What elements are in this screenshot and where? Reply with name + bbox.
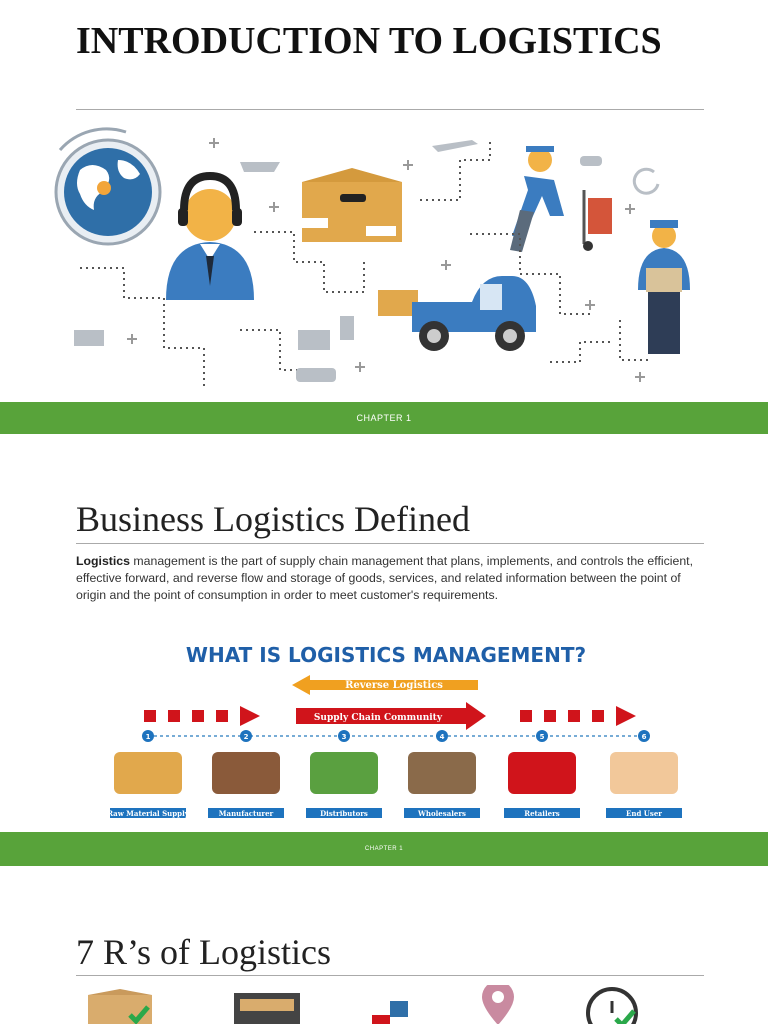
package-check-icon — [88, 989, 152, 1024]
step-label-bg — [110, 808, 186, 818]
title-divider — [76, 975, 704, 976]
step-label-bg — [208, 808, 284, 818]
reverse-logistics-arrow: Reverse Logistics — [292, 675, 478, 695]
delivery-worker-icon — [510, 146, 612, 252]
warehouse-worker-icon — [638, 220, 690, 354]
step-label: Wholesalers — [417, 809, 466, 818]
definition-paragraph: Logistics management is the part of supp… — [76, 553, 704, 604]
step-label-bg — [404, 808, 480, 818]
step-label: Distributors — [320, 809, 368, 818]
step-number-badge — [338, 730, 350, 742]
supply-chain-community-label: Supply Chain Community — [314, 713, 443, 723]
step-illustration — [408, 752, 476, 794]
slide-intro: INTRODUCTION TO LOGISTICS — [0, 0, 768, 402]
forklift-truck-icon — [378, 276, 536, 351]
step-illustration — [610, 752, 678, 794]
clock-check-icon — [586, 987, 638, 1024]
step-label: Manufacturer — [219, 809, 274, 818]
step-label-bg — [306, 808, 382, 818]
step-number-badge — [536, 730, 548, 742]
definition-term: Logistics — [76, 554, 130, 568]
slide-title: INTRODUCTION TO LOGISTICS — [76, 20, 662, 62]
chapter-footer-band: CHAPTER 1 — [0, 402, 768, 434]
step-illustration — [114, 752, 182, 794]
step-label: Raw Material Supply — [107, 809, 190, 818]
reverse-logistics-label: Reverse Logistics — [345, 680, 443, 691]
step-number-badge — [240, 730, 252, 742]
step-number: 4 — [440, 733, 445, 741]
step-illustration — [212, 752, 280, 794]
step-label-bg — [606, 808, 682, 818]
step-illustration — [310, 752, 378, 794]
slide-title: Business Logistics Defined — [76, 499, 470, 539]
step-label: Retailers — [524, 809, 560, 818]
step-number: 2 — [244, 733, 249, 741]
package-box-icon — [302, 168, 402, 242]
title-divider — [76, 543, 704, 544]
step-number: 1 — [146, 733, 151, 741]
flow-arrows — [144, 702, 636, 730]
step-number: 5 — [540, 733, 545, 741]
shapes-icon — [372, 1001, 408, 1024]
chapter-label: CHAPTER 1 — [364, 846, 404, 852]
definition-text: management is the part of supply chain m… — [76, 554, 693, 602]
chapter-label: CHAPTER 1 — [356, 413, 412, 423]
logistics-management-diagram: WHAT IS LOGISTICS MANAGEMENT? Reverse Lo… — [107, 643, 682, 818]
storage-shelf-icon — [234, 993, 300, 1024]
title-divider — [76, 109, 704, 110]
step-illustration — [508, 752, 576, 794]
slide-title: 7 R’s of Logistics — [76, 932, 332, 972]
logistics-hero-illustration — [54, 127, 690, 388]
diagram-heading: WHAT IS LOGISTICS MANAGEMENT? — [186, 643, 586, 667]
seven-rs-icons — [88, 985, 638, 1024]
location-pin-icon — [482, 985, 514, 1024]
step-label: End User — [626, 809, 662, 818]
globe-icon — [54, 127, 162, 246]
step-number-badge — [638, 730, 650, 742]
step-number-badge — [142, 730, 154, 742]
call-agent-icon — [166, 171, 254, 300]
step-number: 6 — [642, 733, 647, 741]
step-label-bg — [504, 808, 580, 818]
step-number: 3 — [342, 733, 347, 741]
step-number-badge — [436, 730, 448, 742]
chapter-footer-band: CHAPTER 1 — [0, 832, 768, 866]
